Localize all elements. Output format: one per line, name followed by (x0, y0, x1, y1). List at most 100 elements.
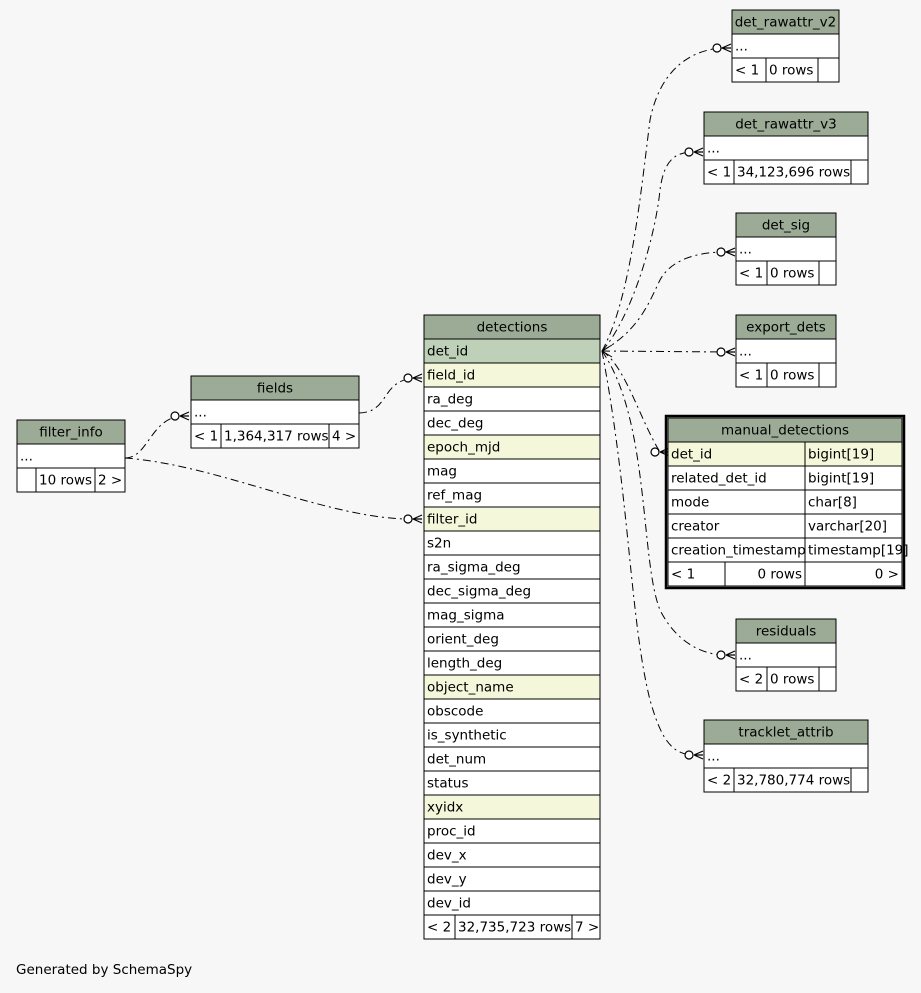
table-header (667, 417, 903, 443)
column-name: ... (735, 39, 748, 55)
table-residuals[interactable]: residuals... < 2 0 rows (735, 618, 837, 692)
column-name: dev_x (427, 848, 467, 864)
edge-det-rawattr-v3 (601, 147, 704, 352)
focus-border (664, 414, 906, 590)
parents-count: < 1 (735, 63, 759, 79)
column-type: varchar[20] (808, 519, 887, 535)
table-title: residuals (756, 624, 817, 640)
column-name: creator (671, 519, 720, 535)
column-name: creation_timestamp (671, 543, 806, 559)
column-name: det_id (427, 344, 468, 360)
row-count: 34,123,696 rows (737, 165, 850, 181)
row-count: 1,364,317 rows (224, 429, 329, 445)
table-header (735, 314, 837, 340)
column-name: ... (194, 405, 207, 421)
column-name: s2n (427, 536, 451, 552)
column-name: mag (427, 464, 457, 480)
row-count: 32,735,723 rows (458, 920, 571, 936)
table-det-rawattr-v3[interactable]: det_rawattr_v3... < 1 34,123,696 rows (703, 111, 869, 185)
parents-count: < 1 (671, 567, 695, 583)
parents-count: < 2 (427, 920, 451, 936)
column-row: xyidx (423, 794, 601, 820)
column-row: ... (735, 236, 837, 262)
column-name: ... (739, 344, 752, 360)
table-detections[interactable]: detectionsdet_idfield_idra_degdec_degepo… (423, 314, 601, 940)
row-count: 0 rows (769, 63, 813, 79)
column-row: ... (735, 642, 837, 668)
row-count: 0 rows (770, 672, 814, 688)
column-row: dec_deg (423, 410, 601, 436)
edge-filter-info-detections (124, 457, 423, 524)
column-row: obscode (423, 698, 601, 724)
parents-count: < 2 (739, 672, 763, 688)
column-type: bigint[19] (808, 471, 874, 487)
table-title: export_dets (746, 320, 826, 336)
table-title: filter_info (39, 425, 102, 441)
edge-fan (601, 344, 613, 358)
table-title: manual_detections (721, 423, 849, 439)
parents-count: < 1 (707, 165, 731, 181)
column-name: related_det_id (671, 471, 767, 487)
table-header (735, 618, 837, 644)
relationship-edges (124, 43, 736, 760)
column-row: mag (423, 458, 601, 484)
column-name: status (427, 776, 468, 792)
column-row: dev_x (423, 842, 601, 868)
column-row: ... (190, 399, 360, 425)
table-title: tracklet_attrib (738, 725, 833, 741)
column-type: timestamp[19] (808, 543, 909, 559)
column-name: epoch_mjd (427, 440, 500, 456)
edge-det-sig (601, 247, 736, 352)
column-row: filter_id (423, 506, 601, 532)
row-count: 32,780,774 rows (737, 773, 850, 789)
column-name: ... (20, 449, 33, 465)
column-row: ra_deg (423, 386, 601, 412)
table-title: det_rawattr_v3 (735, 117, 837, 133)
column-row: field_id (423, 362, 601, 388)
table-title: det_rawattr_v2 (735, 15, 837, 31)
row-count: 0 rows (770, 368, 814, 384)
table-title: det_sig (762, 218, 810, 234)
column-row: creator varchar[20] (667, 513, 903, 539)
parents-count: < 1 (194, 429, 218, 445)
edge-residuals (601, 350, 736, 660)
row-count: 0 rows (770, 266, 814, 282)
column-name: is_synthetic (427, 728, 507, 744)
edge-filter-info-fields (124, 411, 190, 459)
column-row: ... (703, 135, 869, 161)
column-row: mag_sigma (423, 602, 601, 628)
column-name: ... (739, 648, 752, 664)
column-name: ra_sigma_deg (427, 560, 521, 576)
column-type: char[8] (808, 495, 857, 511)
children-count: 4 > (332, 429, 356, 445)
column-name: proc_id (427, 824, 476, 840)
table-det-rawattr-v2[interactable]: det_rawattr_v2... < 1 0 rows (731, 9, 840, 83)
edge-tracklet-attrib (601, 350, 704, 760)
edge-manual-detections (601, 350, 670, 457)
edge-det-rawattr-v2 (601, 43, 732, 352)
column-row: is_synthetic (423, 722, 601, 748)
column-name: filter_id (427, 512, 477, 528)
table-header (703, 719, 869, 745)
column-name: det_num (427, 752, 486, 768)
column-row: proc_id (423, 818, 601, 844)
column-name: object_name (427, 680, 514, 696)
column-row: det_id (423, 338, 601, 364)
column-row: ... (703, 743, 869, 769)
column-name: dev_id (427, 896, 471, 912)
column-name: ra_deg (427, 392, 473, 408)
column-row: dev_id (423, 890, 601, 916)
